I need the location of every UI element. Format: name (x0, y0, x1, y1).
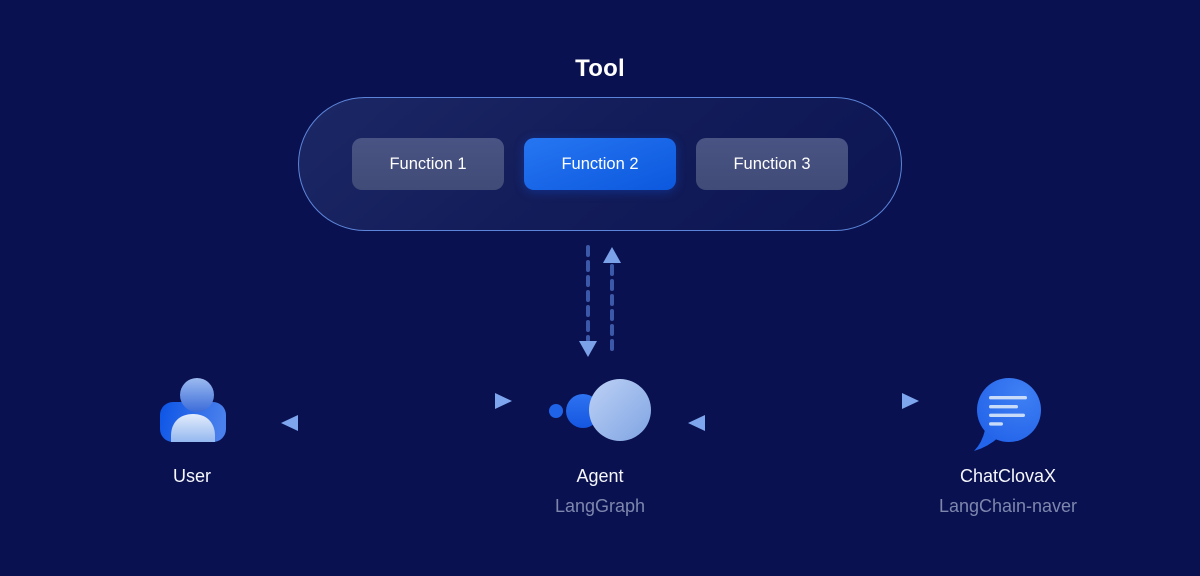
arrow-left-head (281, 415, 298, 431)
arrow-right-head (902, 393, 919, 409)
function-2-button[interactable]: Function 2 (524, 138, 676, 190)
agent-label: Agent (576, 466, 624, 486)
chat-bubble-lines-icon (974, 378, 1041, 451)
tool-container: Function 1 Function 2 Function 3 (298, 97, 902, 231)
tool-agent-dashed-arrows (579, 245, 621, 357)
arrow-right-head (495, 393, 512, 409)
agent-sublabel: LangGraph (554, 496, 646, 516)
arrow-left-head (688, 415, 705, 431)
tool-group-title: Tool (575, 55, 625, 82)
arrow-up-head (603, 247, 621, 263)
people-icon (160, 378, 226, 442)
function-1-button[interactable]: Function 1 (352, 138, 504, 190)
function-3-button[interactable]: Function 3 (696, 138, 848, 190)
chatclovax-sublabel: LangChain-naver (938, 496, 1078, 516)
user-label: User (172, 466, 211, 486)
langgraph-circles-icon (549, 379, 651, 441)
chatclovax-label: ChatClovaX (959, 466, 1057, 486)
user-agent-arrows (279, 393, 514, 431)
arrow-down-head (579, 341, 597, 357)
agent-chat-arrows (686, 393, 921, 431)
